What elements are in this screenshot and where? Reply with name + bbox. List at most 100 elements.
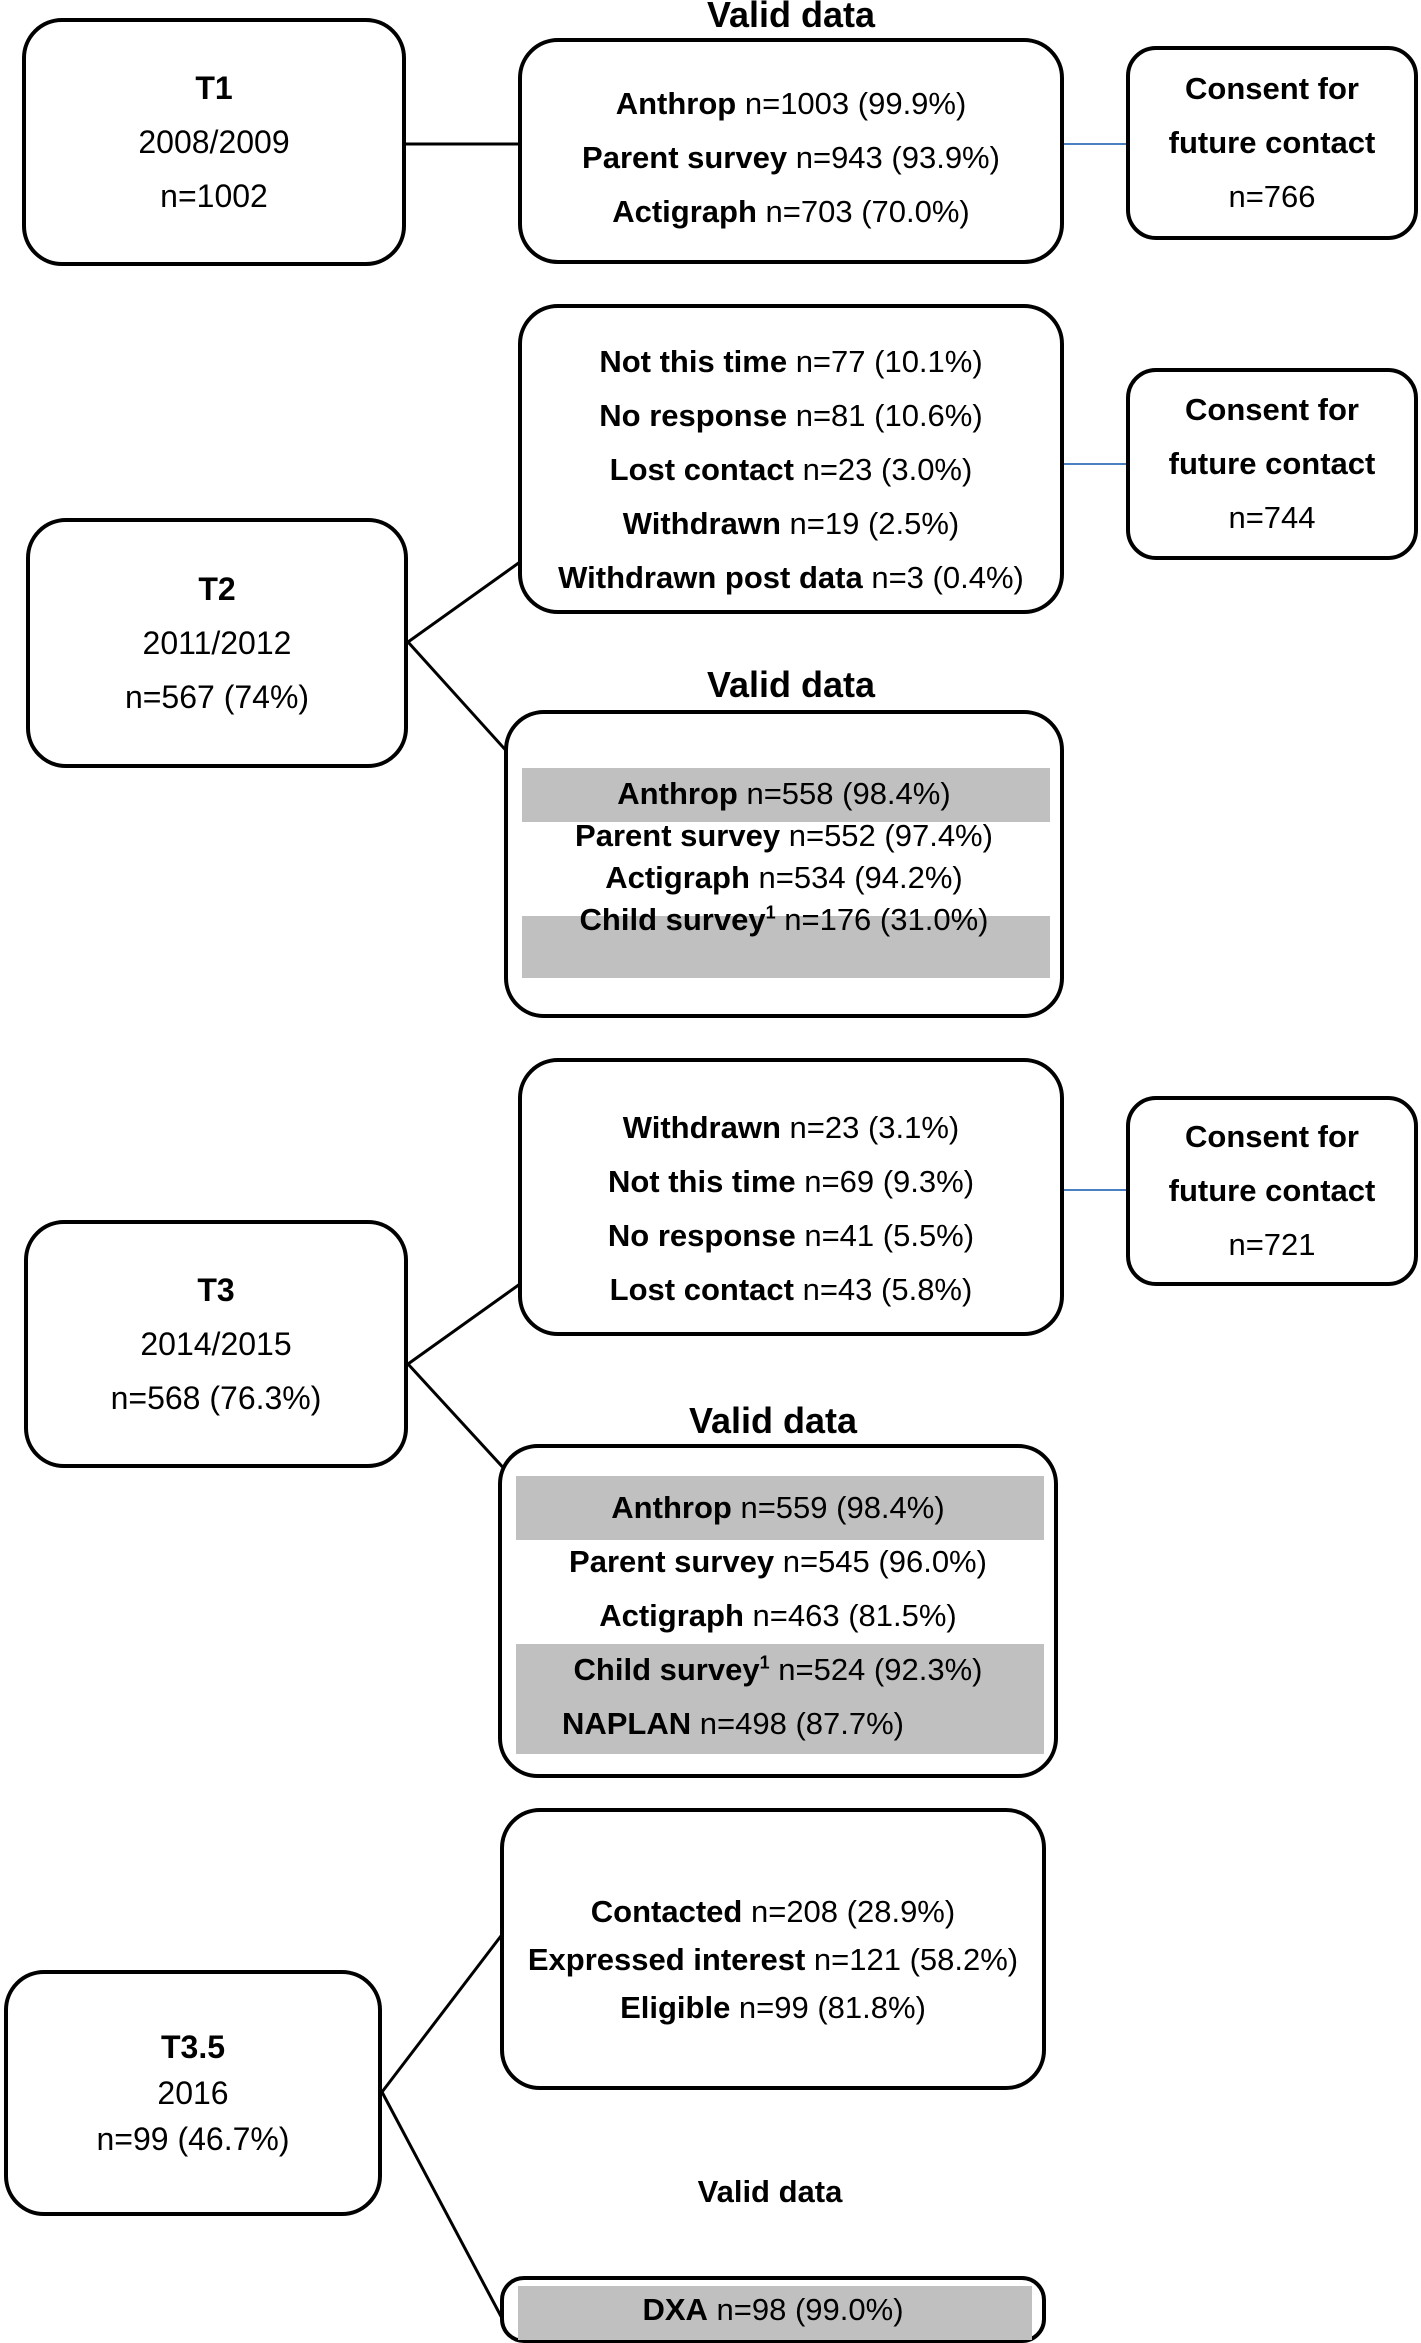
t2-attr-value: n=23 (3.0%) xyxy=(802,452,973,487)
t35-to-valid-connector xyxy=(380,2091,506,2323)
t3-valid-row: Child survey1 n=524 (92.3%) xyxy=(502,1650,1054,1690)
t3-valid-value: n=559 (98.4%) xyxy=(740,1490,945,1525)
t2-valid-label: Anthrop xyxy=(617,776,738,811)
t3-valid-title: Valid data xyxy=(688,1400,858,1441)
t1-valid-title: Valid data xyxy=(706,0,876,35)
t35-recruit-label: Eligible xyxy=(620,1990,731,2025)
t2-attrition-row: Withdrawn post data n=3 (0.4%) xyxy=(522,558,1060,598)
t2-attr-value: n=81 (10.6%) xyxy=(795,398,983,433)
t2-valid-value: n=534 (94.2%) xyxy=(758,860,963,895)
t2-valid-box: Anthrop n=558 (98.4%) Parent survey n=55… xyxy=(504,710,1064,1018)
t2-box: T2 2011/2012 n=567 (74%) xyxy=(26,518,408,768)
t2-attrition-box: Not this time n=77 (10.1%) No response n… xyxy=(518,304,1064,614)
t1-consent-line1: Consent for xyxy=(1185,71,1359,106)
t3-consent-box: Consent for future contact n=721 xyxy=(1126,1096,1418,1286)
t2-valid-label: Actigraph xyxy=(605,860,750,895)
t3-attr-value: n=41 (5.5%) xyxy=(804,1218,975,1253)
t1-box: T1 2008/2009 n=1002 xyxy=(22,18,406,266)
t35-recruit-box: Contacted n=208 (28.9%) Expressed intere… xyxy=(500,1808,1046,2090)
t35-recruit-row: Eligible n=99 (81.8%) xyxy=(504,1988,1042,2028)
t35-box: T3.5 2016 n=99 (46.7%) xyxy=(4,1970,382,2216)
t3-valid-label: Child survey xyxy=(573,1652,760,1687)
t2-valid-label: Child survey xyxy=(579,902,766,937)
t2-consent-line1: Consent for xyxy=(1185,392,1359,427)
t3-name: T3 xyxy=(197,1272,235,1308)
t35-recruit-label: Expressed interest xyxy=(527,1942,806,1977)
t2-consent-n: n=744 xyxy=(1228,500,1316,535)
t35-recruit-value: n=208 (28.9%) xyxy=(742,1894,956,1929)
t3-consent-line2: future contact xyxy=(1168,1173,1376,1208)
t3-valid-shade-1 xyxy=(516,1476,1044,1540)
t35-recruit-label: Contacted xyxy=(590,1894,743,1929)
t1-valid-row: Anthrop n=1003 (99.9%) xyxy=(522,84,1060,124)
t1-valid-parent-value: n=943 (93.9%) xyxy=(795,140,1000,175)
t1-valid-anthrop-label: Anthrop xyxy=(615,86,737,121)
t3-valid-value: n=463 (81.5%) xyxy=(743,1598,957,1633)
t35-recruit-value: n=99 (81.8%) xyxy=(730,1990,926,2025)
t3-valid-label: Actigraph xyxy=(599,1598,744,1633)
t2-valid-row: Child survey1 n=176 (31.0%) xyxy=(508,900,1060,940)
t35-years: 2016 xyxy=(157,2075,229,2111)
t35-to-recruit-connector xyxy=(380,1931,506,2093)
t35-recruit-value: n=121 (58.2%) xyxy=(805,1942,1019,1977)
t2-valid-row: Anthrop n=558 (98.4%) xyxy=(508,774,1060,814)
t3-valid-value: n=498 (87.7%) xyxy=(699,1706,905,1741)
t2-consent-line2: future contact xyxy=(1168,446,1376,481)
t2-to-attrition-connector xyxy=(407,560,521,644)
t2-attrition-row: No response n=81 (10.6%) xyxy=(522,396,1060,436)
t2-attr-value: n=77 (10.1%) xyxy=(795,344,983,379)
t2-attr-label: Not this time xyxy=(599,344,788,379)
t2-name: T2 xyxy=(198,571,236,607)
t35-valid-title: Valid data xyxy=(697,2174,843,2209)
t3-attr-label: Withdrawn xyxy=(622,1110,781,1145)
t2-valid-title: Valid data xyxy=(706,664,876,705)
t2-valid-label: Parent survey xyxy=(575,818,781,853)
t3-years: 2014/2015 xyxy=(140,1326,292,1362)
t3-consent-n: n=721 xyxy=(1228,1227,1316,1262)
t3-n: n=568 (76.3%) xyxy=(110,1380,322,1416)
t2-attr-label: Withdrawn post data xyxy=(558,560,863,595)
t1-valid-row: Parent survey n=943 (93.9%) xyxy=(522,138,1060,178)
t3-attrition-row: Withdrawn n=23 (3.1%) xyxy=(522,1108,1060,1148)
t35-valid-value: n=98 (99.0%) xyxy=(707,2292,904,2327)
t2-valid-footnote: 1 xyxy=(765,902,776,923)
t3-consent-line1: Consent for xyxy=(1185,1119,1359,1154)
t1-years: 2008/2009 xyxy=(138,124,290,160)
t3-valid-label: Anthrop xyxy=(611,1490,732,1525)
t35-recruit-row: Contacted n=208 (28.9%) xyxy=(504,1892,1042,1932)
t2-years: 2011/2012 xyxy=(142,625,292,661)
t35-valid-box: DXA n=98 (99.0%) xyxy=(500,2276,1046,2343)
t2-consent-box: Consent for future contact n=744 xyxy=(1126,368,1418,560)
t35-valid-row: DXA n=98 (99.0%) xyxy=(504,2290,1042,2330)
t1-consent-box: Consent for future contact n=766 xyxy=(1126,46,1418,240)
t2-valid-value: n=558 (98.4%) xyxy=(746,776,951,811)
t2-valid-row: Parent survey n=552 (97.4%) xyxy=(508,816,1060,856)
t3-box: T3 2014/2015 n=568 (76.3%) xyxy=(24,1220,408,1468)
t3-attr-label: No response xyxy=(607,1218,796,1253)
t1-valid-anthrop-value: n=1003 (99.9%) xyxy=(744,86,967,121)
t1-valid-actigraph-label: Actigraph xyxy=(612,194,757,229)
t35-valid-shade xyxy=(518,2286,1032,2340)
t2-attr-label: Lost contact xyxy=(609,452,794,487)
t1-consent-n: n=766 xyxy=(1228,179,1316,214)
t3-attrition-row: Not this time n=69 (9.3%) xyxy=(522,1162,1060,1202)
t3-valid-box: Anthrop n=559 (98.4%) Parent survey n=54… xyxy=(498,1444,1058,1778)
t3-attr-label: Not this time xyxy=(607,1164,796,1199)
t3-attr-value: n=23 (3.1%) xyxy=(789,1110,960,1145)
t3-valid-row: NAPLAN n=498 (87.7%) xyxy=(502,1704,964,1744)
t1-consent-line2: future contact xyxy=(1168,125,1376,160)
t2-valid-shade-1 xyxy=(522,768,1050,822)
t3-attrition-row: No response n=41 (5.5%) xyxy=(522,1216,1060,1256)
t3-attrition-box: Withdrawn n=23 (3.1%) Not this time n=69… xyxy=(518,1058,1064,1336)
t3-valid-row: Parent survey n=545 (96.0%) xyxy=(502,1542,1054,1582)
t3-valid-footnote: 1 xyxy=(759,1652,770,1673)
t1-valid-parent-label: Parent survey xyxy=(582,140,788,175)
t35-valid-label: DXA xyxy=(642,2292,708,2327)
t3-attr-label: Lost contact xyxy=(609,1272,794,1307)
t3-valid-row: Actigraph n=463 (81.5%) xyxy=(502,1596,1054,1636)
t1-valid-row: Actigraph n=703 (70.0%) xyxy=(522,192,1060,232)
t2-attr-value: n=19 (2.5%) xyxy=(789,506,960,541)
t3-valid-label: Parent survey xyxy=(569,1544,775,1579)
t3-to-attrition-connector xyxy=(407,1282,521,1366)
